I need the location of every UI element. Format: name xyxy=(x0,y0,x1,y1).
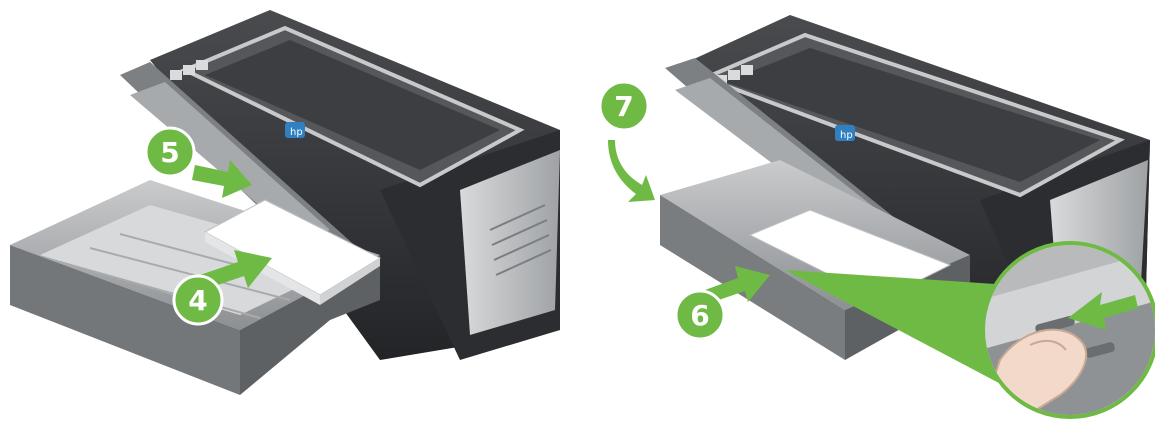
step-4-arrow xyxy=(200,250,272,289)
control-button xyxy=(728,70,740,80)
svg-text:hp: hp xyxy=(290,127,303,138)
step-5-label: 5 xyxy=(160,136,179,169)
input-tray xyxy=(10,180,380,395)
step-7-label: 7 xyxy=(614,90,633,123)
hp-logo-icon: hp xyxy=(285,122,305,138)
step-7-arrow xyxy=(608,140,655,202)
hp-logo-icon: hp xyxy=(835,125,855,141)
printer-illustration-left: hp xyxy=(10,10,560,395)
zoom-arrow xyxy=(1068,292,1138,330)
panel-load-paper: hp xyxy=(10,10,560,395)
step-5-arrow xyxy=(192,160,252,198)
step-5-badge: 5 xyxy=(144,126,196,178)
step-6-arrow xyxy=(705,266,770,303)
panel-adjust-guide: hp xyxy=(580,0,1155,425)
control-button xyxy=(741,65,753,75)
printer-body: hp xyxy=(150,10,560,360)
zoom-inset xyxy=(981,241,1155,419)
step-6-label: 6 xyxy=(690,299,709,332)
printer-illustration-right: hp xyxy=(598,15,1155,419)
zoom-callout-beam xyxy=(785,270,1050,410)
step-7-badge: 7 xyxy=(598,80,650,132)
step-6-badge: 6 xyxy=(674,289,726,341)
control-button xyxy=(183,65,195,75)
svg-text:hp: hp xyxy=(840,130,853,141)
step-4-label: 4 xyxy=(188,284,207,317)
control-button xyxy=(170,70,182,80)
step-4-badge: 4 xyxy=(172,274,224,326)
control-button xyxy=(196,60,208,70)
